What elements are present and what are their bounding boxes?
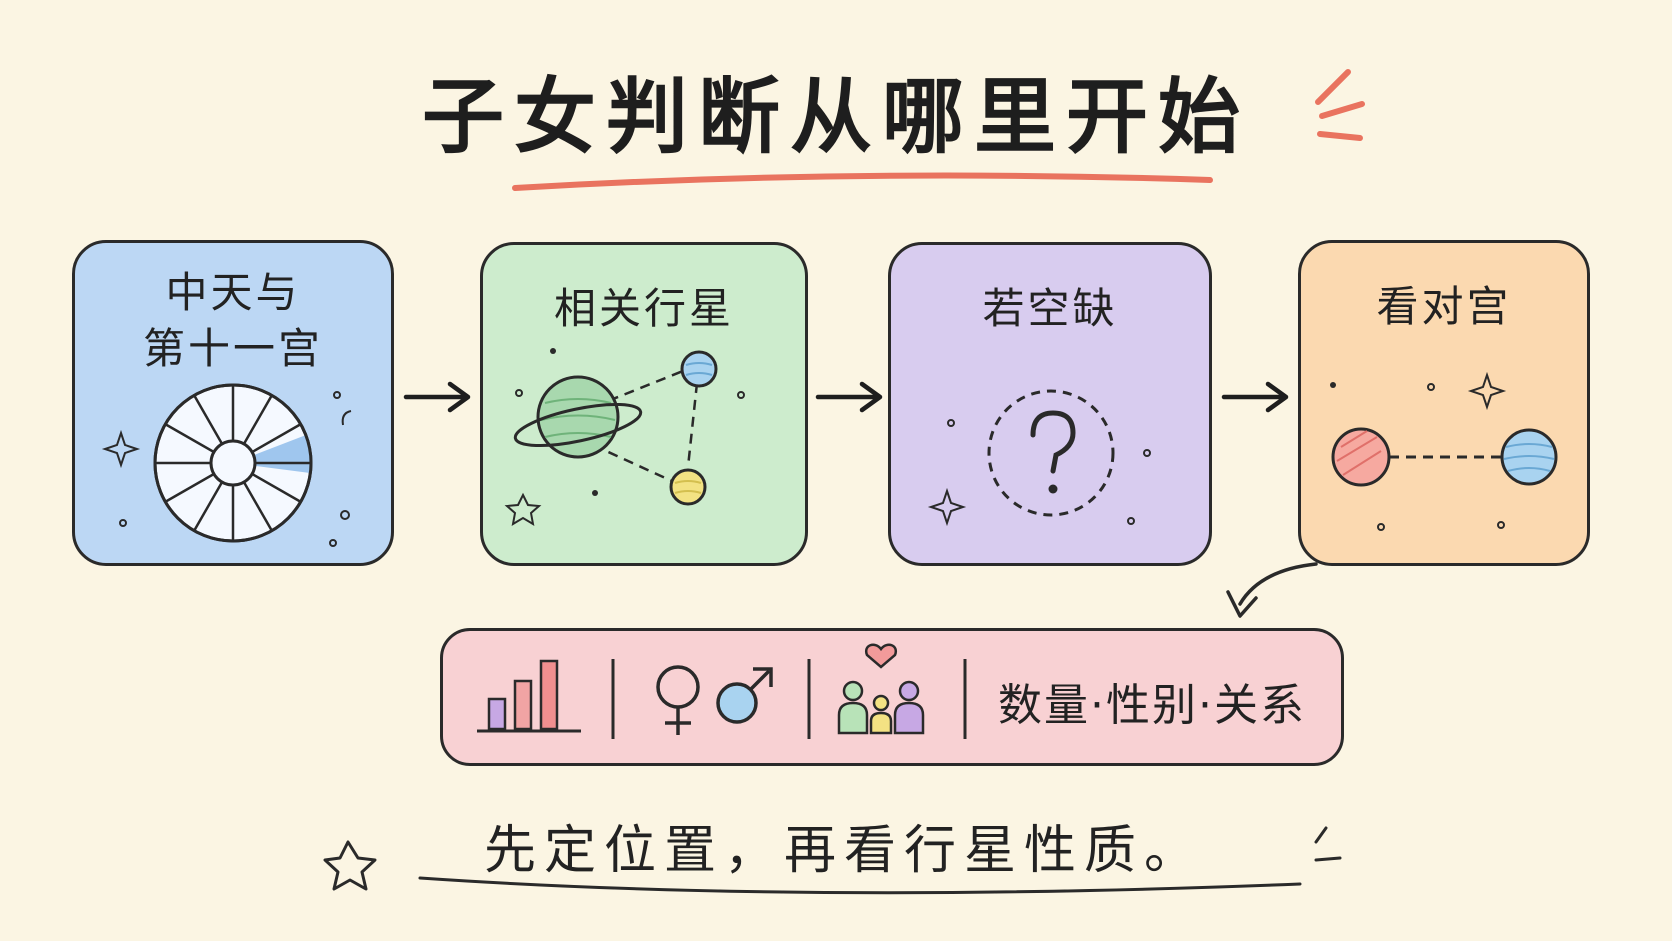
step-label: 第十一宫	[142, 324, 323, 373]
page-title: 子女判断从哪里开始	[421, 70, 1250, 165]
summary-icons	[477, 643, 967, 739]
step-card-midheaven: 中天与 第十一宫	[72, 240, 394, 566]
arrow-right-icon	[403, 381, 471, 413]
step-label: 若空缺	[982, 284, 1118, 333]
step-label: 中天与	[165, 268, 301, 317]
bar-chart-icon	[477, 659, 581, 733]
step-label: 看对宫	[1376, 282, 1512, 331]
arrow-right-icon	[1221, 381, 1289, 413]
footer-note: 先定位置，再看行星性质。	[484, 821, 1205, 881]
gender-icon	[656, 665, 773, 735]
step-label: 相关行星	[553, 284, 734, 333]
house-wheel-icon	[101, 383, 352, 547]
curved-arrow-icon	[1226, 562, 1318, 618]
spark-icon	[1315, 69, 1365, 141]
step-card-planets: 相关行星	[480, 242, 808, 566]
title-underline	[512, 172, 1213, 191]
summary-text: 数量·性别·关系	[998, 680, 1306, 731]
summary-panel: 数量·性别·关系	[440, 628, 1344, 766]
question-circle-icon	[927, 389, 1151, 527]
family-icon	[837, 643, 925, 735]
step-card-empty: 若空缺	[888, 242, 1212, 566]
step-card-opposite-house: 看对宫	[1298, 240, 1590, 566]
planets-icon	[504, 348, 745, 526]
arrow-right-icon	[815, 381, 883, 413]
opposition-icon	[1330, 371, 1558, 531]
